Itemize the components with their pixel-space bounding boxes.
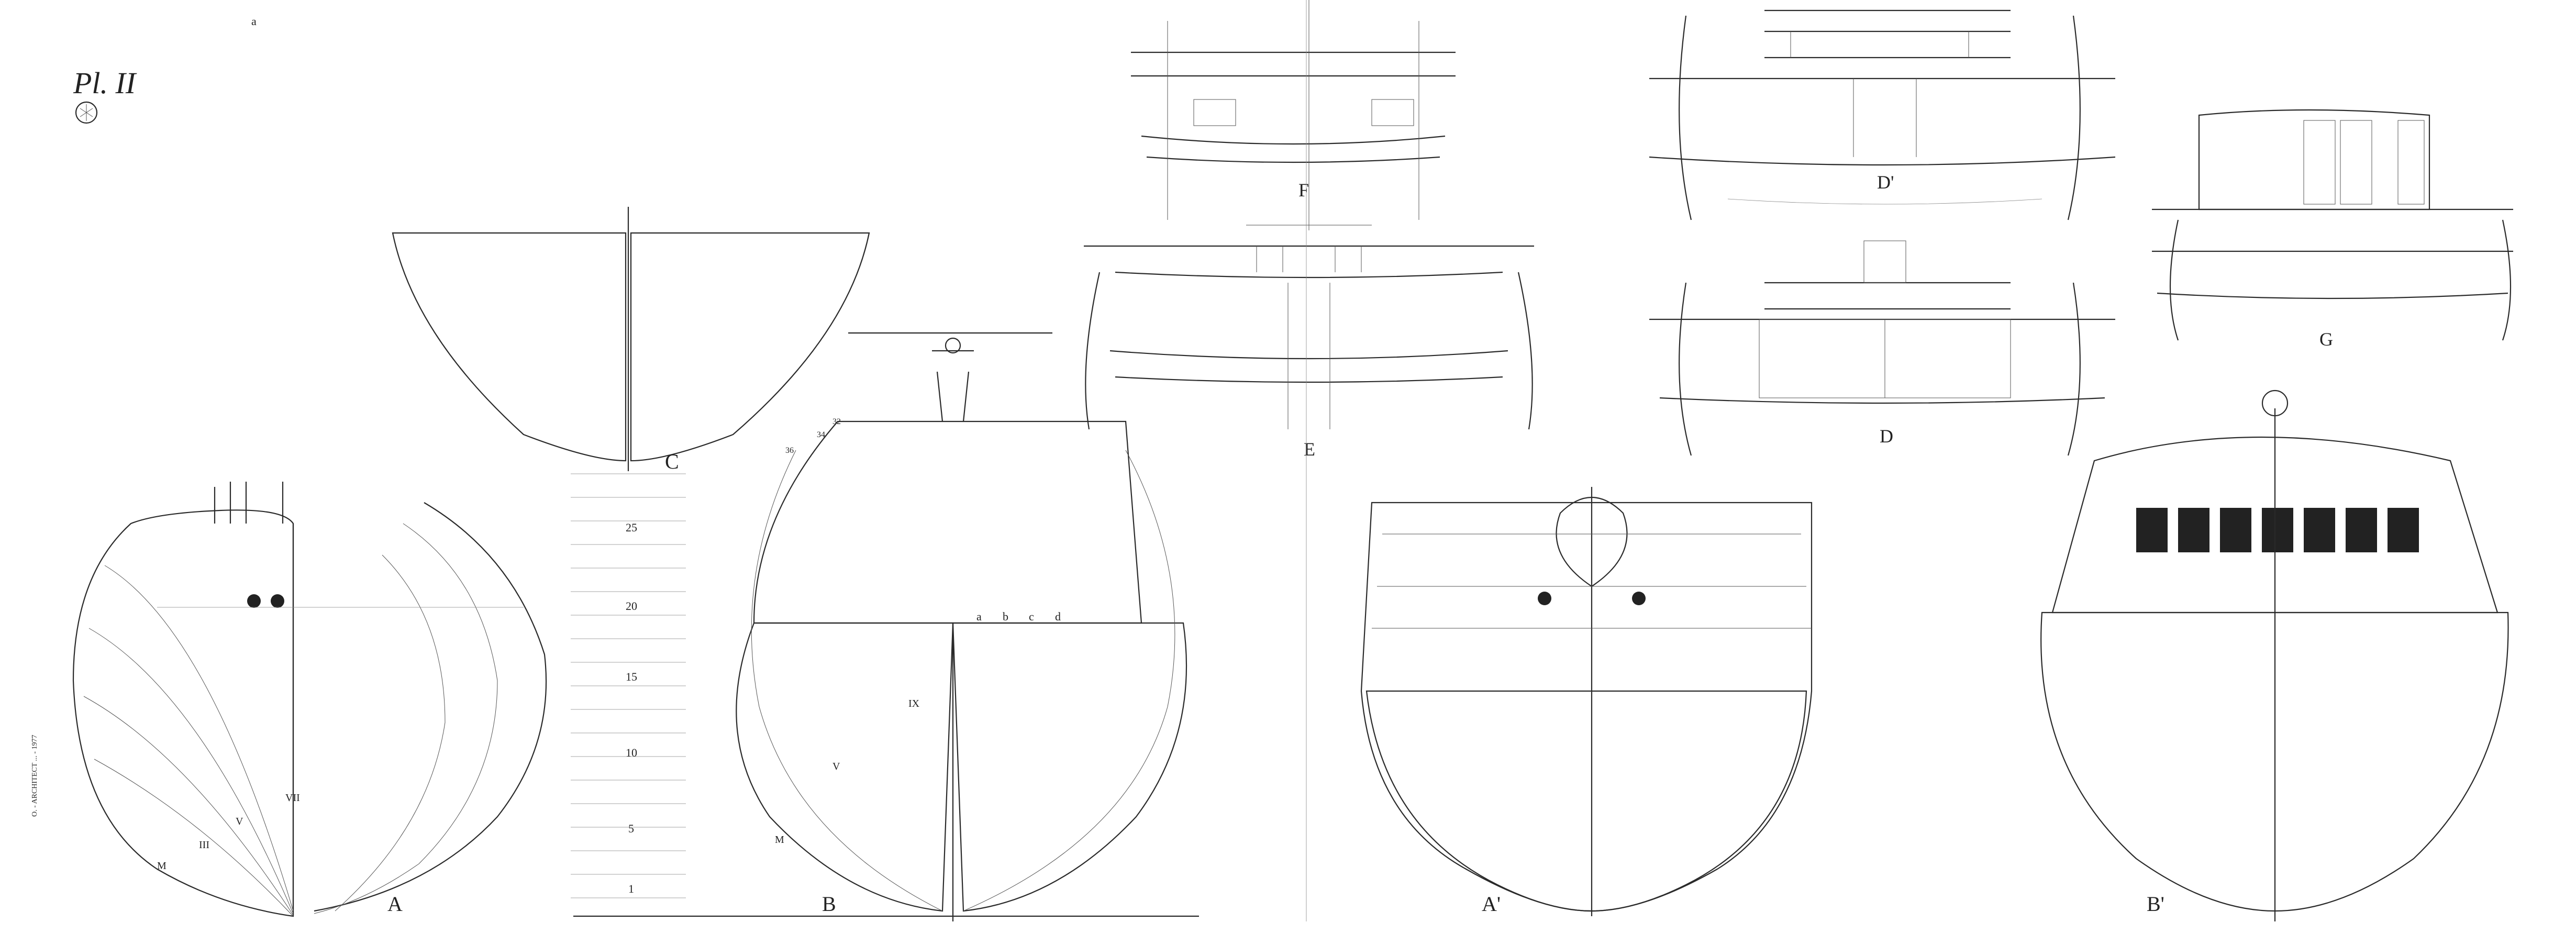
- station-v-b: V: [832, 761, 840, 772]
- b-top-mark-32: 32: [832, 417, 841, 426]
- view-label-e: E: [1304, 439, 1315, 460]
- scale-mark-5: 5: [628, 822, 634, 835]
- view-a-prime-elevation: A': [1360, 487, 1813, 916]
- view-f-section: F: [1131, 0, 1456, 230]
- view-a-body-plan: M III V VII A: [72, 482, 547, 917]
- view-label-a-prime: A': [1482, 892, 1501, 916]
- view-label-c: C: [665, 450, 679, 473]
- scale-mark-15: 15: [626, 670, 637, 683]
- waterline-mark-a: a: [976, 610, 982, 623]
- scale-mark-10: 10: [626, 746, 637, 759]
- view-label-f: F: [1298, 180, 1309, 201]
- b-top-mark-36: 36: [785, 446, 794, 455]
- station-vii-a: VII: [285, 792, 300, 804]
- stern-windows: [2136, 508, 2419, 552]
- view-label-a: A: [387, 892, 403, 916]
- crest-icon: [75, 101, 98, 124]
- view-label-d-prime: D': [1877, 172, 1894, 193]
- scale-column: 25 20 15 10 5 1: [571, 473, 1199, 917]
- view-b-prime-elevation: B': [2040, 390, 2509, 921]
- scale-mark-25: 25: [626, 521, 637, 534]
- credit-line: O. - ARCHITECT ... - 1977: [31, 735, 39, 817]
- view-c-body-plan: C: [392, 207, 870, 473]
- view-d-prime-section: D': [1649, 9, 2116, 220]
- b-top-mark-34: 34: [817, 430, 825, 439]
- plate-title: Pl. II: [73, 66, 137, 100]
- view-b-body-plan: 32 34 36 a b c d M V IX B: [736, 332, 1187, 921]
- view-d-section: D: [1649, 240, 2115, 456]
- scale-mark-1: 1: [628, 882, 634, 895]
- scale-mark-20: 20: [626, 599, 637, 613]
- station-iii-a: III: [199, 839, 209, 851]
- waterline-mark-c: c: [1029, 610, 1034, 623]
- station-m-a: M: [157, 860, 166, 872]
- station-m-b: M: [775, 834, 784, 846]
- view-label-b-prime: B': [2147, 892, 2164, 916]
- plate-header: Pl. II a O. - ARCHITECT ... - 1977: [31, 15, 257, 817]
- view-label-g: G: [2319, 329, 2333, 350]
- view-label-d: D: [1880, 426, 1893, 447]
- station-v-a: V: [236, 816, 243, 827]
- station-ix-b: IX: [908, 698, 920, 709]
- waterline-mark-d: d: [1055, 610, 1061, 623]
- waterline-mark-b: b: [1003, 610, 1008, 623]
- view-label-b: B: [822, 892, 836, 916]
- page-mark: a: [251, 15, 257, 28]
- view-g-section: G: [2152, 109, 2513, 350]
- view-e-section: E: [1084, 225, 1534, 460]
